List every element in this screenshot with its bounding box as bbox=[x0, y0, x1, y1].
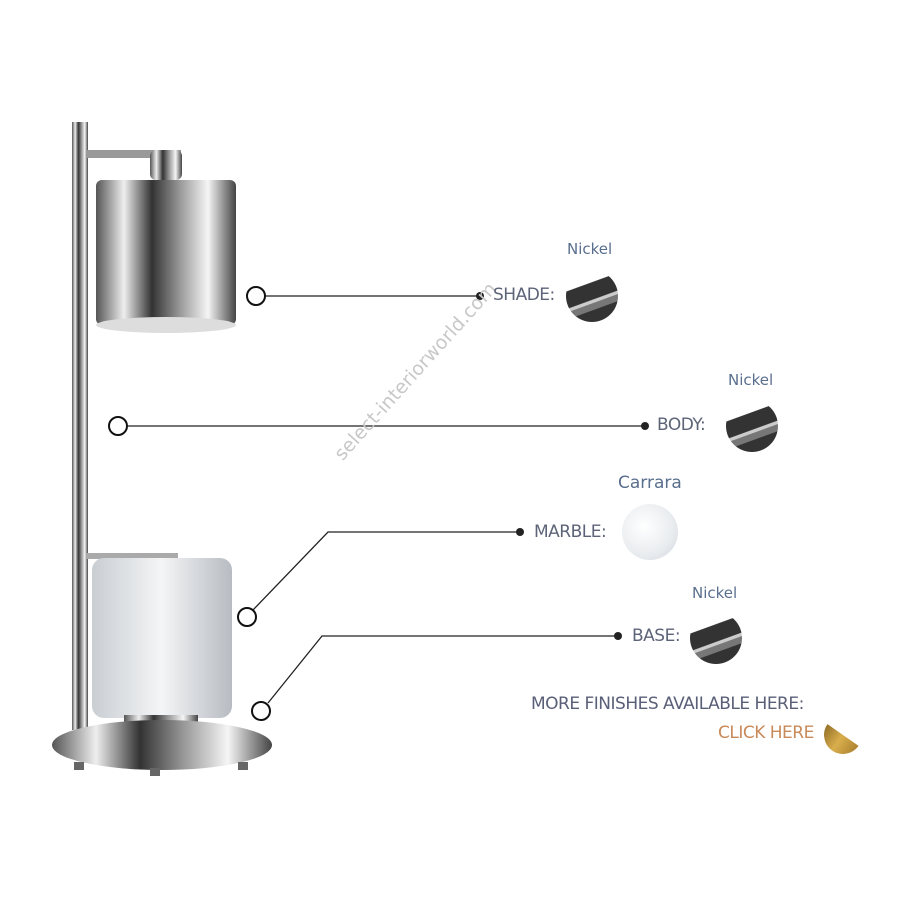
more-finishes-text: MORE FINISHES AVAILABLE HERE: bbox=[531, 694, 804, 714]
click-here-link[interactable]: CLICK HERE bbox=[718, 723, 814, 743]
base-finish: Nickel bbox=[692, 584, 738, 602]
body-finish: Nickel bbox=[728, 371, 774, 389]
shade-swatch[interactable] bbox=[566, 270, 618, 322]
marble-swatch[interactable] bbox=[622, 504, 678, 560]
base-label: BASE: bbox=[632, 626, 681, 646]
body-label: BODY: bbox=[657, 415, 706, 435]
marble-finish: Carrara bbox=[618, 473, 682, 493]
shade-finish: Nickel bbox=[567, 240, 613, 258]
shade-label: SHADE: bbox=[493, 285, 555, 305]
marble-label: MARBLE: bbox=[534, 522, 607, 542]
body-swatch[interactable] bbox=[726, 400, 778, 452]
base-swatch[interactable] bbox=[690, 612, 742, 664]
shade-marker bbox=[246, 286, 266, 306]
